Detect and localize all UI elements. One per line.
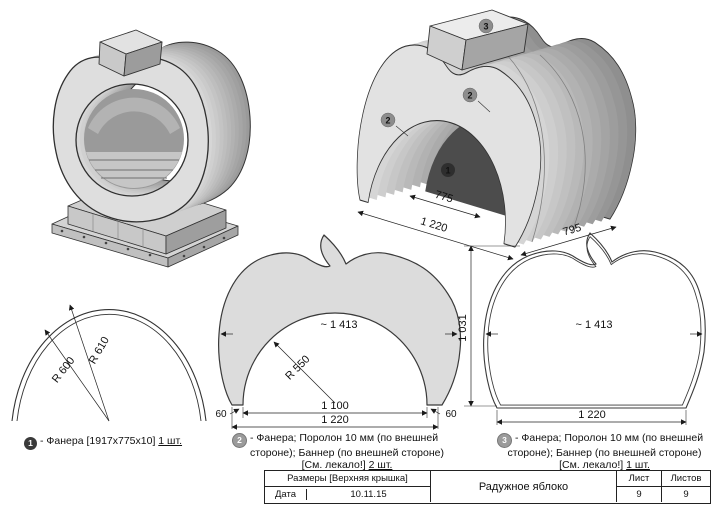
hole-interior (84, 89, 184, 189)
date-value: 10.11.15 (350, 489, 387, 500)
date-row: Дата 10.11.15 (265, 487, 431, 502)
callout-stem-num: 3 (483, 21, 488, 31)
template-outline (218, 234, 462, 406)
size-label: Размеры [Верхняя крышка] (265, 471, 431, 487)
callout-shell-b: 2 (462, 87, 478, 103)
legend-3-text: - Фанера; Поролон 10 мм (по внешней (515, 432, 704, 444)
callout-stem: 3 (478, 18, 494, 34)
dim-outline-height: 1 031 (457, 314, 469, 342)
sheet-label: Лист (617, 471, 662, 487)
legend-item-3: 3- Фанера; Поролон 10 мм (по внешней сто… (497, 432, 712, 472)
drawing-title: Радужное яблоко (431, 471, 617, 502)
radius-line-610 (68, 304, 110, 422)
template-dim-lines (220, 331, 458, 430)
legend-badge-1: 1 (24, 437, 37, 451)
callout-shell-a-num: 2 (385, 115, 390, 125)
drawing-arc: R 600 R 610 (11, 304, 207, 422)
dim-foot-right: 60 (445, 409, 457, 420)
legend-3-line2: стороне); Баннер (по внешней стороне) (507, 447, 702, 460)
callout-leaders (395, 100, 491, 137)
dim-depth: 795 (562, 222, 583, 239)
legend-3-qty: 1 шт. (626, 458, 650, 471)
banner-seams (499, 47, 586, 243)
legend-2-line2: стороне); Баннер (по внешней стороне) (250, 447, 444, 460)
arc-outer (11, 308, 207, 422)
sheet-value: 9 (617, 487, 662, 502)
legend-2-text: - Фанера; Поролон 10 мм (по внешней (250, 432, 439, 444)
dim-outline-width: ~ 1 413 (575, 319, 612, 331)
legend-2-line1: 2- Фанера; Поролон 10 мм (по внешней (232, 432, 462, 449)
legend-2-line3: [См. лекало!] 2 шт. (232, 458, 462, 472)
iso-view-right: 775 1 220 795 1 2 2 3 (349, 2, 649, 261)
sheets-label: Листов (662, 471, 710, 487)
sheets-value: 9 (683, 489, 689, 500)
dim-arch-radius: R 550 (283, 353, 312, 382)
legend-3-line3: [См. лекало!] 1 шт. (497, 458, 712, 472)
callout-shell-b-num: 2 (467, 90, 472, 100)
dim-outline-base: 1 220 (578, 409, 606, 421)
legend-item-2: 2- Фанера; Поролон 10 мм (по внешней сто… (232, 432, 462, 472)
stem-block (98, 29, 163, 77)
drawing-outline: ~ 1 413 1 031 1 220 (457, 232, 706, 425)
dim-inner-width: 775 (433, 189, 454, 206)
legend-badge-3: 3 (497, 433, 512, 449)
drawing-front-template: ~ 1 413 R 550 1 100 60 60 1 220 (215, 234, 462, 430)
dim-template-width: ~ 1 413 (320, 319, 357, 331)
dim-arch-span: 1 100 (321, 400, 349, 412)
legend-item-1: 1- Фанера [1917х775х10] 1 шт. (24, 435, 229, 451)
callout-panel: 1 (441, 163, 455, 177)
dim-template-base: 1 220 (321, 414, 349, 426)
dim-foot-left: 60 (215, 409, 227, 420)
date-label: Дата (265, 489, 307, 500)
callout-shell-a: 2 (380, 112, 396, 128)
iso-view-left (51, 29, 251, 268)
legend-1-text: - Фанера [1917х775х10] (40, 435, 156, 447)
callout-panel-num: 1 (445, 165, 450, 175)
legend-3-note: [См. лекало!] (559, 458, 624, 471)
iso-dimensions (357, 194, 617, 261)
outline-dim-lines (464, 245, 703, 425)
title-block: Размеры [Верхняя крышка] Дата 10.11.15 Р… (264, 470, 711, 504)
legend-2-qty: 2 шт. (368, 458, 393, 471)
arc-inner (16, 313, 202, 422)
legend-1-qty: 1 шт. (158, 435, 183, 447)
radius-line-600 (44, 329, 110, 422)
screw-dots (60, 229, 226, 258)
dim-r610: R 610 (87, 335, 112, 366)
legend-badge-2: 2 (232, 433, 247, 449)
legend-3-line1: 3- Фанера; Поролон 10 мм (по внешней (497, 432, 712, 449)
legend-2-note: [См. лекало!] (301, 458, 366, 471)
